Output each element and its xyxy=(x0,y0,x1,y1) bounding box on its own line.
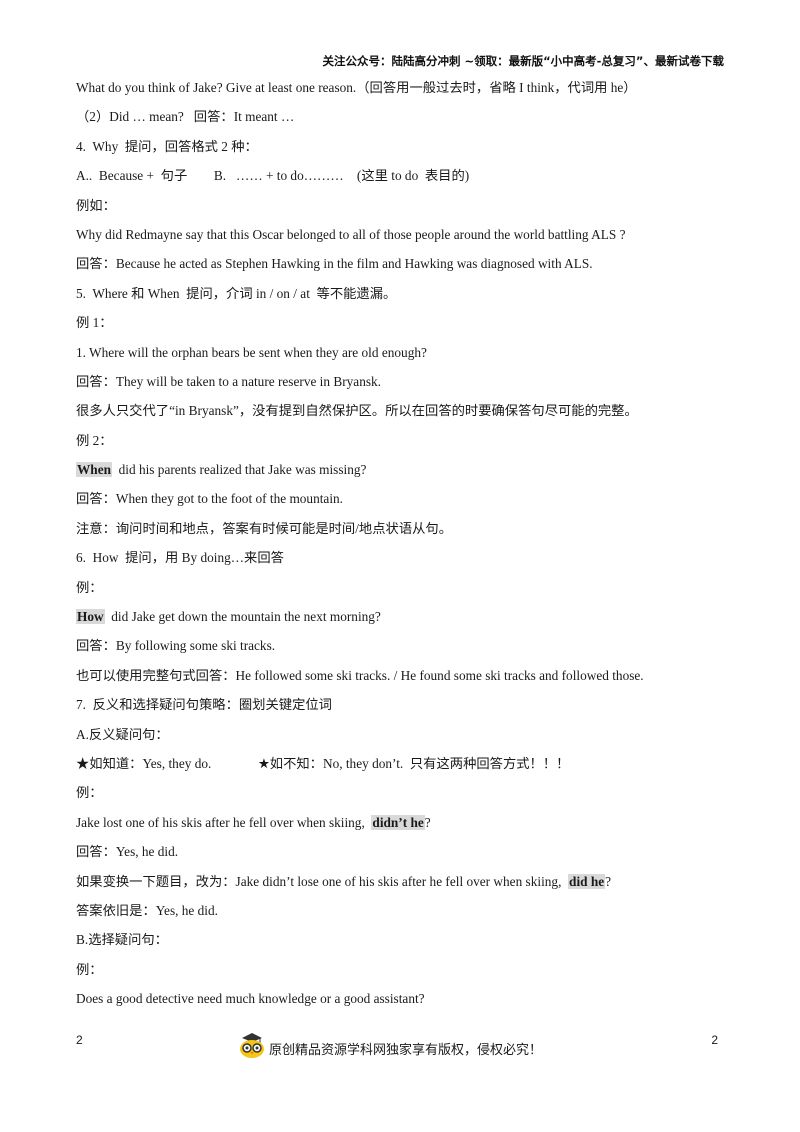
text-line: A.反义疑问句： xyxy=(76,725,736,754)
text-span: 例 2： xyxy=(76,432,113,448)
text-line: Why did Redmayne say that this Oscar bel… xyxy=(76,225,736,254)
text-span: 6. How 提问，用 By doing…来回答 xyxy=(76,550,284,566)
copyright-text: 原创精品资源学科网独家享有版权，侵权必究！ xyxy=(269,1042,543,1058)
text-line: 注意：询问时间和地点，答案有时候可能是时间/地点状语从句。 xyxy=(76,519,736,548)
text-span: A.. Because + 句子 B. …… + to do……… (这里 to… xyxy=(76,168,470,184)
text-span: 回答：By following some ski tracks. xyxy=(76,638,276,654)
highlighted-keyword: When xyxy=(76,462,112,478)
text-span: （2）Did … mean? 回答：It meant … xyxy=(76,109,295,125)
highlighted-keyword: didn’t he xyxy=(371,814,425,830)
text-span: Does a good detective need much knowledg… xyxy=(76,991,425,1007)
text-span: did his parents realized that Jake was m… xyxy=(112,462,367,478)
text-line: When did his parents realized that Jake … xyxy=(76,460,736,489)
text-line: What do you think of Jake? Give at least… xyxy=(76,78,736,107)
text-span: 也可以使用完整句式回答：He followed some ski tracks.… xyxy=(76,667,644,683)
highlighted-keyword: How xyxy=(76,609,105,625)
text-line: A.. Because + 句子 B. …… + to do……… (这里 to… xyxy=(76,166,736,195)
text-line: 例： xyxy=(76,960,736,989)
text-span: 例 1： xyxy=(76,315,113,331)
text-line: 回答：They will be taken to a nature reserv… xyxy=(76,372,736,401)
text-span: ? xyxy=(605,873,612,889)
highlighted-keyword: did he xyxy=(568,873,606,889)
text-span: 5. Where 和 When 提问，介词 in / on / at 等不能遗漏… xyxy=(76,285,397,301)
text-line: 例： xyxy=(76,578,736,607)
text-span: did Jake get down the mountain the next … xyxy=(104,609,381,625)
text-line: 例 2： xyxy=(76,431,736,460)
text-line: 回答：By following some ski tracks. xyxy=(76,636,736,665)
text-span: What do you think of Jake? Give at least… xyxy=(76,80,637,95)
text-line: How did Jake get down the mountain the n… xyxy=(76,607,736,636)
header-notice: 关注公众号：陆陆高分冲刺 ~领取：最新版“小中高考-总复习”、最新试卷下载 xyxy=(322,54,724,68)
text-line: 例： xyxy=(76,783,736,812)
text-line: 也可以使用完整句式回答：He followed some ski tracks.… xyxy=(76,666,736,695)
text-line: 4. Why 提问，回答格式 2 种： xyxy=(76,137,736,166)
text-line: Does a good detective need much knowledg… xyxy=(76,989,736,1018)
text-span: 例： xyxy=(76,785,103,801)
text-span: 1. Where will the orphan bears be sent w… xyxy=(76,344,427,360)
text-span: 回答：Yes, he did. xyxy=(76,844,179,860)
text-span: 答案依旧是：Yes, he did. xyxy=(76,902,218,918)
text-line: Jake lost one of his skis after he fell … xyxy=(76,813,736,842)
text-line: 很多人只交代了“in Bryansk”，没有提到自然保护区。所以在回答的时要确保… xyxy=(76,401,736,430)
text-span: 例： xyxy=(76,961,103,977)
page-number-left: 2 xyxy=(76,1033,83,1047)
text-line: 例 1： xyxy=(76,313,736,342)
text-span: 回答：They will be taken to a nature reserv… xyxy=(76,373,381,389)
text-line: B.选择疑问句： xyxy=(76,930,736,959)
text-span: 例： xyxy=(76,579,103,595)
text-line: 1. Where will the orphan bears be sent w… xyxy=(76,343,736,372)
text-span: Jake lost one of his skis after he fell … xyxy=(76,814,372,830)
text-span: Why did Redmayne say that this Oscar bel… xyxy=(76,226,626,242)
text-line: 回答：When they got to the foot of the moun… xyxy=(76,489,736,518)
copyright-notice: 原创精品资源学科网独家享有版权，侵权必究！ xyxy=(237,1030,542,1060)
text-line: （2）Did … mean? 回答：It meant … xyxy=(76,107,736,136)
text-line: 如果变换一下题目，改为：Jake didn’t lose one of his … xyxy=(76,872,736,901)
document-body: What do you think of Jake? Give at least… xyxy=(76,78,736,1019)
text-span: B.选择疑问句： xyxy=(76,932,168,948)
text-span: 例如： xyxy=(76,197,116,213)
text-line: 答案依旧是：Yes, he did. xyxy=(76,901,736,930)
text-line: 例如： xyxy=(76,196,736,225)
text-line: 7. 反义和选择疑问句策略：圈划关键定位词 xyxy=(76,695,736,724)
text-span: ★如知道：Yes, they do. ★如不知：No, they don’t. … xyxy=(76,755,570,771)
text-span: 如果变换一下题目，改为：Jake didn’t lose one of his … xyxy=(76,873,569,889)
text-span: 回答：When they got to the foot of the moun… xyxy=(76,491,343,507)
text-span: 7. 反义和选择疑问句策略：圈划关键定位词 xyxy=(76,697,332,713)
text-span: 很多人只交代了“in Bryansk”，没有提到自然保护区。所以在回答的时要确保… xyxy=(76,403,638,419)
text-span: 注意：询问时间和地点，答案有时候可能是时间/地点状语从句。 xyxy=(76,520,453,536)
text-line: 回答：Yes, he did. xyxy=(76,842,736,871)
text-line: 6. How 提问，用 By doing…来回答 xyxy=(76,548,736,577)
text-span: 4. Why 提问，回答格式 2 种： xyxy=(76,138,258,154)
text-line: 回答：Because he acted as Stephen Hawking i… xyxy=(76,254,736,283)
text-span: ? xyxy=(424,814,431,830)
text-span: 回答：Because he acted as Stephen Hawking i… xyxy=(76,256,593,272)
owl-graduate-icon xyxy=(240,1033,264,1058)
text-span: A.反义疑问句： xyxy=(76,726,169,742)
text-line: ★如知道：Yes, they do. ★如不知：No, they don’t. … xyxy=(76,754,736,783)
text-line: 5. Where 和 When 提问，介词 in / on / at 等不能遗漏… xyxy=(76,284,736,313)
page-number-right: 2 xyxy=(711,1033,718,1047)
